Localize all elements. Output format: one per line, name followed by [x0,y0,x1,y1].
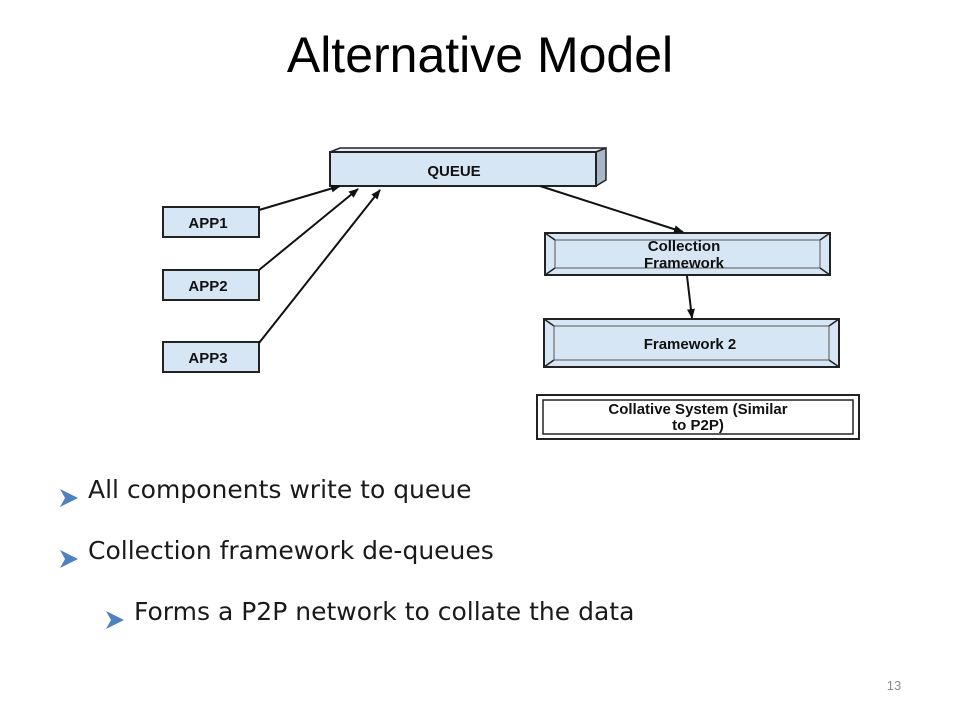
collative-system-label-line1: Collative System (Similar [608,401,787,418]
queue-label: QUEUE [427,163,480,180]
app3-box: APP3 [162,341,260,373]
app2-label: APP2 [188,278,227,295]
app1-label: APP1 [188,215,227,232]
collection-framework-label-line1: Collection [648,238,721,255]
bullet-text: All components write to queue [88,475,472,504]
arrow-app1-to-queue [258,184,341,211]
bullet-item-sub: Forms a P2P network to collate the data [60,594,920,630]
collection-framework-box: Collection Framework [544,232,831,276]
app2-box: APP2 [162,269,260,301]
bullet-text: Forms a P2P network to collate the data [134,597,635,626]
page-number: 13 [886,678,902,693]
arrow-app2-to-queue [258,188,359,271]
collection-framework-label-line2: Framework [644,255,725,272]
app1-box: APP1 [162,206,260,238]
slide-title: Alternative Model [286,27,674,83]
framework2-box: Framework 2 [543,318,840,368]
framework2-label: Framework 2 [644,336,737,353]
bullet-list: All components write to queue Collection… [60,472,920,655]
bullet-item: Collection framework de-queues [60,533,920,569]
arrow-app3-to-queue [258,189,381,344]
collative-system-box: Collative System (Similar to P2P) [536,394,860,440]
collative-system-label-line2: to P2P) [672,417,724,434]
app3-label: APP3 [188,350,227,367]
bullet-item: All components write to queue [60,472,920,508]
arrow-collection-to-framework2 [686,275,695,319]
queue-box: QUEUE [329,146,607,188]
arrow-queue-to-collection [539,185,684,234]
bullet-text: Collection framework de-queues [88,536,494,565]
